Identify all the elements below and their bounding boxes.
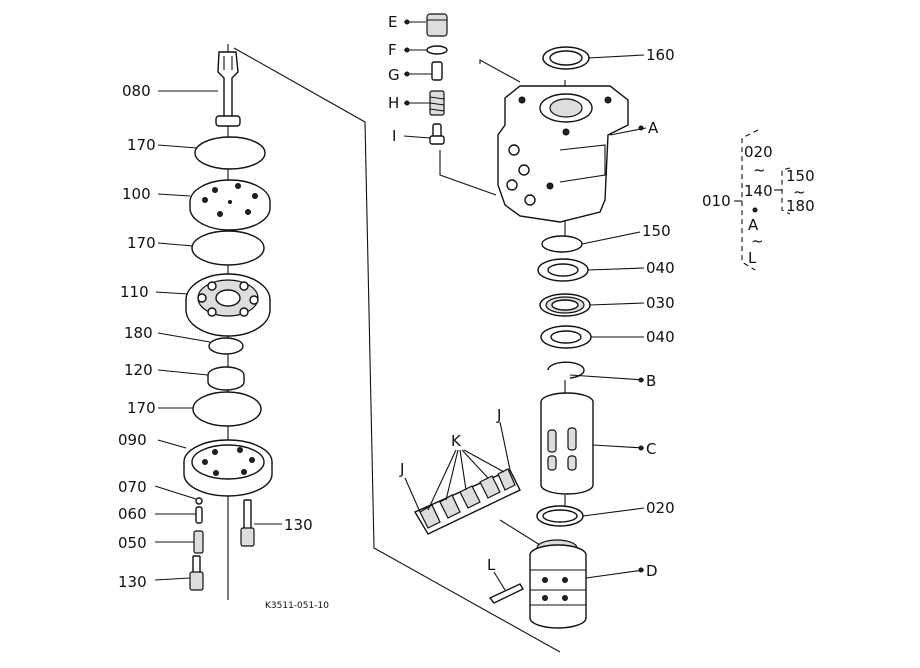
label-J-left: J xyxy=(399,460,404,478)
part-F-oring xyxy=(426,45,448,55)
part-160-seal xyxy=(542,46,590,70)
legend-dash: ~ xyxy=(751,232,764,250)
part-120-spacer xyxy=(207,366,245,391)
label-160: 160 xyxy=(646,46,675,64)
label-G: G xyxy=(388,66,400,84)
legend-010: 010 xyxy=(702,192,731,210)
label-170-top: 170 xyxy=(127,136,156,154)
label-130-center: 130 xyxy=(284,516,313,534)
part-A-housing xyxy=(497,85,629,223)
label-110: 110 xyxy=(120,283,149,301)
part-100-plate xyxy=(189,179,271,231)
label-C: C xyxy=(646,440,656,458)
legend-L: L xyxy=(748,249,757,267)
reference-legend: 020 ~ 140 150 ~ 180 010 A ~ L xyxy=(702,129,815,271)
part-040-washer-top xyxy=(537,258,589,282)
part-150-oring xyxy=(541,235,583,253)
label-150: 150 xyxy=(642,222,671,240)
part-170-oring-bottom xyxy=(192,391,262,427)
label-060: 060 xyxy=(118,505,147,523)
part-080-shaft xyxy=(215,44,241,127)
label-130-left: 130 xyxy=(118,573,147,591)
part-C-sleeve xyxy=(540,392,594,495)
part-180-ring xyxy=(208,337,244,355)
part-110-gerotor xyxy=(185,273,271,337)
part-090-endcap xyxy=(183,439,273,497)
legend-tilde-2: ~ xyxy=(793,183,806,201)
label-B: B xyxy=(646,372,656,390)
part-labels: 080 170 100 170 110 180 120 170 090 070 … xyxy=(118,13,675,591)
part-D-spool xyxy=(529,539,587,629)
part-170-oring-top xyxy=(194,136,266,170)
label-030: 030 xyxy=(646,294,675,312)
part-G-poppet xyxy=(431,61,443,81)
part-030-bearing xyxy=(539,293,591,317)
part-I-seat xyxy=(429,123,445,145)
legend-150: 150 xyxy=(786,167,815,185)
part-020-ring xyxy=(536,505,584,527)
part-070-ball xyxy=(195,497,203,505)
part-H-spring xyxy=(429,90,445,116)
label-180: 180 xyxy=(124,324,153,342)
legend-tilde-1: ~ xyxy=(753,161,766,179)
part-E-cap xyxy=(426,13,448,37)
leader-lines xyxy=(154,21,647,591)
label-A: A xyxy=(648,119,659,137)
label-L: L xyxy=(487,556,496,574)
label-170-bottom: 170 xyxy=(127,399,156,417)
label-070: 070 xyxy=(118,478,147,496)
label-040-top: 040 xyxy=(646,259,675,277)
legend-020: 020 xyxy=(744,143,773,161)
label-050: 050 xyxy=(118,534,147,552)
label-120: 120 xyxy=(124,361,153,379)
legend-140: 140 xyxy=(744,182,773,200)
label-F: F xyxy=(388,41,397,59)
label-K: K xyxy=(451,432,462,450)
legend-180: 180 xyxy=(786,197,815,215)
label-040-bottom: 040 xyxy=(646,328,675,346)
label-E: E xyxy=(388,13,397,31)
label-020: 020 xyxy=(646,499,675,517)
part-170-oring-mid xyxy=(191,230,265,266)
part-130-bolt-left xyxy=(189,555,204,591)
drawing-code: K3511-051-10 xyxy=(265,601,329,611)
label-D: D xyxy=(646,562,658,580)
label-100: 100 xyxy=(122,185,151,203)
part-130-bolt-center xyxy=(240,499,255,547)
part-040-washer-bottom xyxy=(540,325,592,349)
part-060-pin xyxy=(195,506,203,524)
label-J-right: J xyxy=(496,406,501,424)
label-090: 090 xyxy=(118,431,147,449)
label-I: I xyxy=(392,127,396,145)
part-L-pin xyxy=(488,583,524,604)
label-H: H xyxy=(388,94,399,112)
part-050-plug xyxy=(193,530,204,554)
label-170-mid: 170 xyxy=(127,234,156,252)
leader-dots xyxy=(404,19,644,573)
legend-A: A xyxy=(748,216,759,234)
label-080: 080 xyxy=(122,82,151,100)
part-JK-springs xyxy=(413,468,521,535)
